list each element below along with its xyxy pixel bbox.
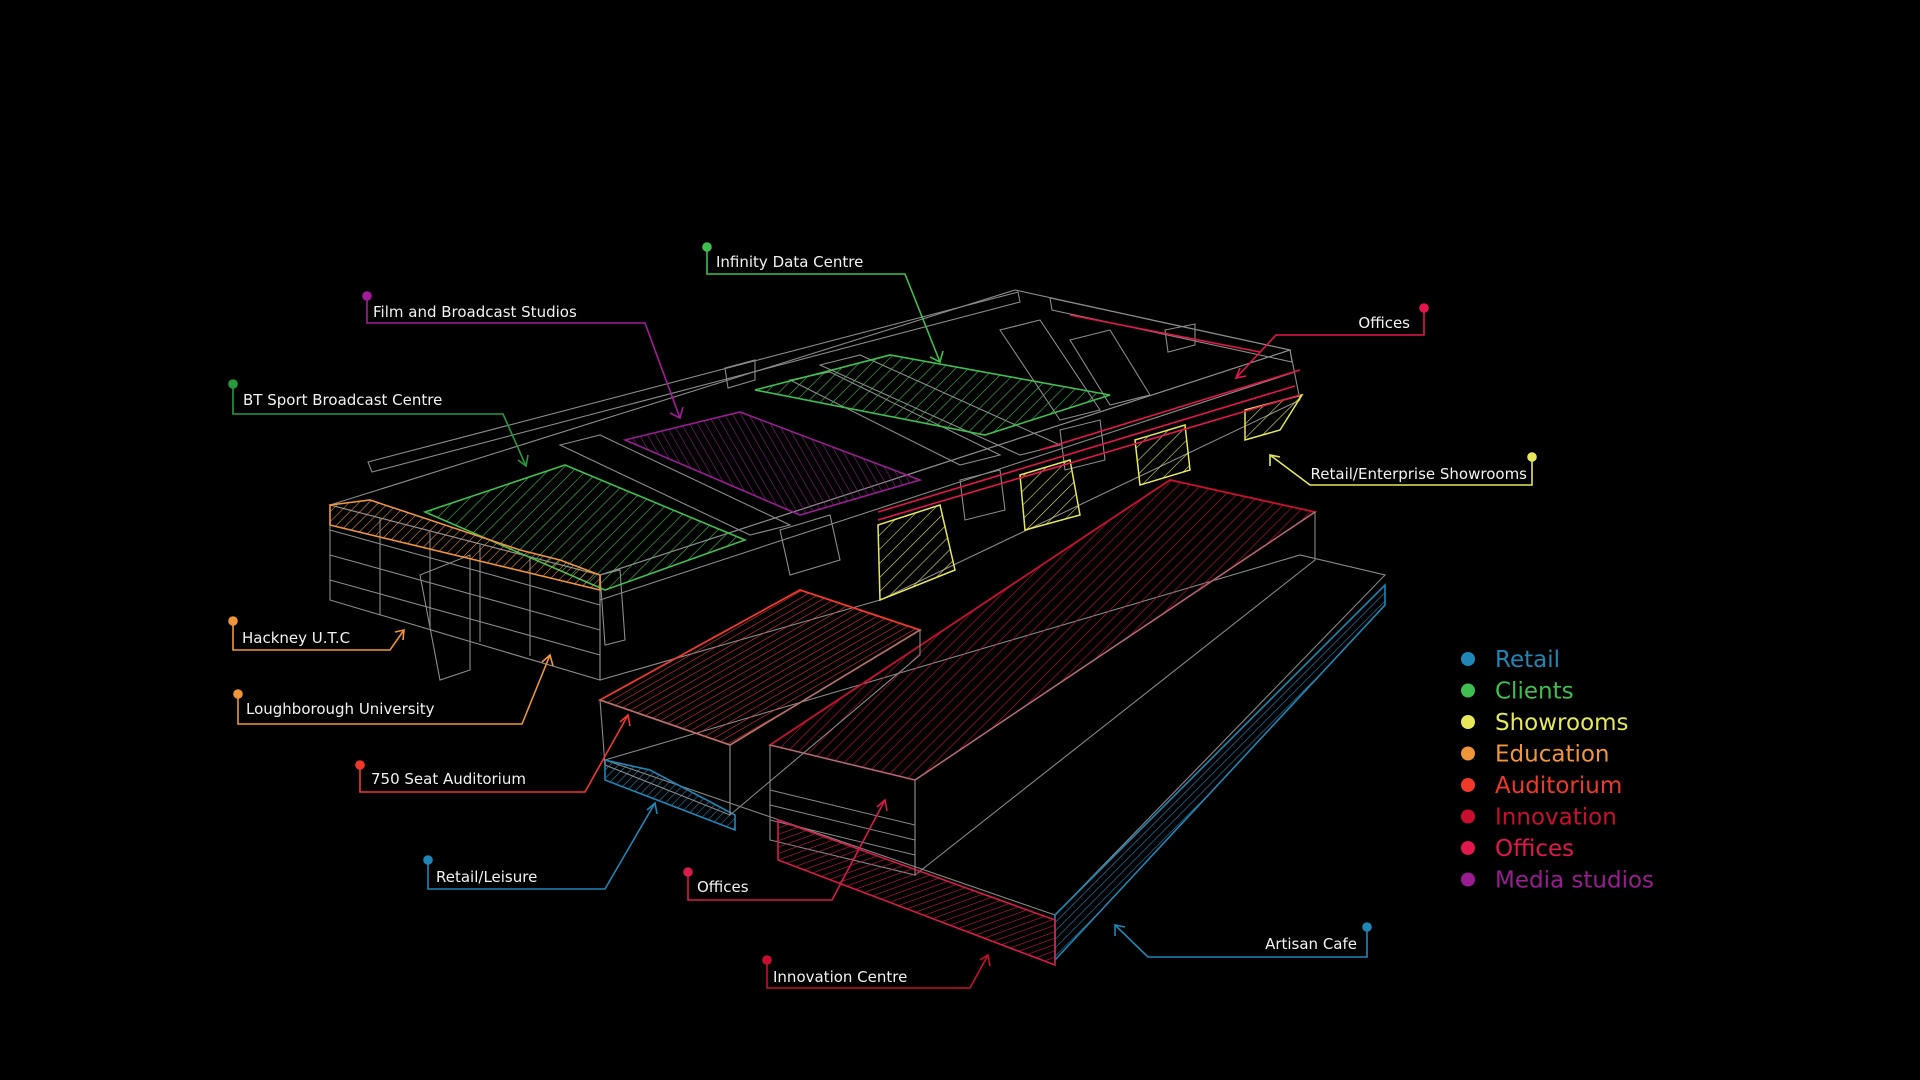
leader-retail [423,801,658,890]
leader-cafe [1114,922,1372,958]
leader-btsport [228,379,529,468]
label-retail: Retail/Leisure [436,868,537,886]
zone-education [329,499,601,592]
legend-dot-6 [1461,841,1475,855]
leader-showrooms [1269,452,1537,486]
callout-leaders [228,242,1537,989]
leader-film [362,291,684,420]
leader-offices-bottom [683,798,888,901]
zone-film-studios [622,411,923,516]
label-offices-bottom: Offices [697,878,749,896]
leader-infinity [702,242,944,364]
leader-auditorium [355,713,631,793]
zone-offices-top [877,314,1301,521]
label-auditorium: 750 Seat Auditorium [371,770,526,788]
legend-label-6: Offices [1495,836,1574,862]
legend-dot-7 [1461,872,1475,887]
zone-infinity-data [754,354,1111,436]
legend-dot-4 [1461,778,1475,792]
legend-label-5: Innovation [1495,805,1617,831]
legend: RetailClientsShowroomsEducationAuditoriu… [1461,647,1654,894]
legend-dot-1 [1461,683,1475,698]
label-btsport: BT Sport Broadcast Centre [243,391,442,409]
main-building [328,289,1301,681]
innovation-block [767,479,1318,967]
legend-label-1: Clients [1495,679,1574,705]
label-showrooms: Retail/Enterprise Showrooms [1311,465,1528,483]
legend-dot-3 [1461,746,1475,761]
label-cafe: Artisan Cafe [1265,935,1357,953]
callout-labels: Infinity Data Centre Film and Broadcast … [242,253,1527,986]
label-offices-top: Offices [1358,314,1410,332]
label-infinity: Infinity Data Centre [716,253,863,271]
legend-dot-2 [1461,715,1475,729]
label-hackney: Hackney U.T.C [242,629,350,647]
legend-label-7: Media studios [1495,868,1654,894]
leader-loughborough [233,653,554,725]
legend-label-0: Retail [1495,647,1560,673]
label-innovation: Innovation Centre [773,968,907,986]
legend-dot-0 [1461,652,1475,666]
label-film: Film and Broadcast Studios [373,303,577,321]
legend-label-2: Showrooms [1495,710,1629,736]
legend-label-3: Education [1495,742,1610,768]
auditorium-block [597,589,923,817]
legend-dot-5 [1461,809,1475,824]
label-loughborough: Loughborough University [246,700,435,718]
legend-label-4: Auditorium [1495,773,1622,799]
leader-innovation [762,953,991,989]
leader-offices-top [1234,303,1429,380]
leader-hackney [228,616,405,651]
